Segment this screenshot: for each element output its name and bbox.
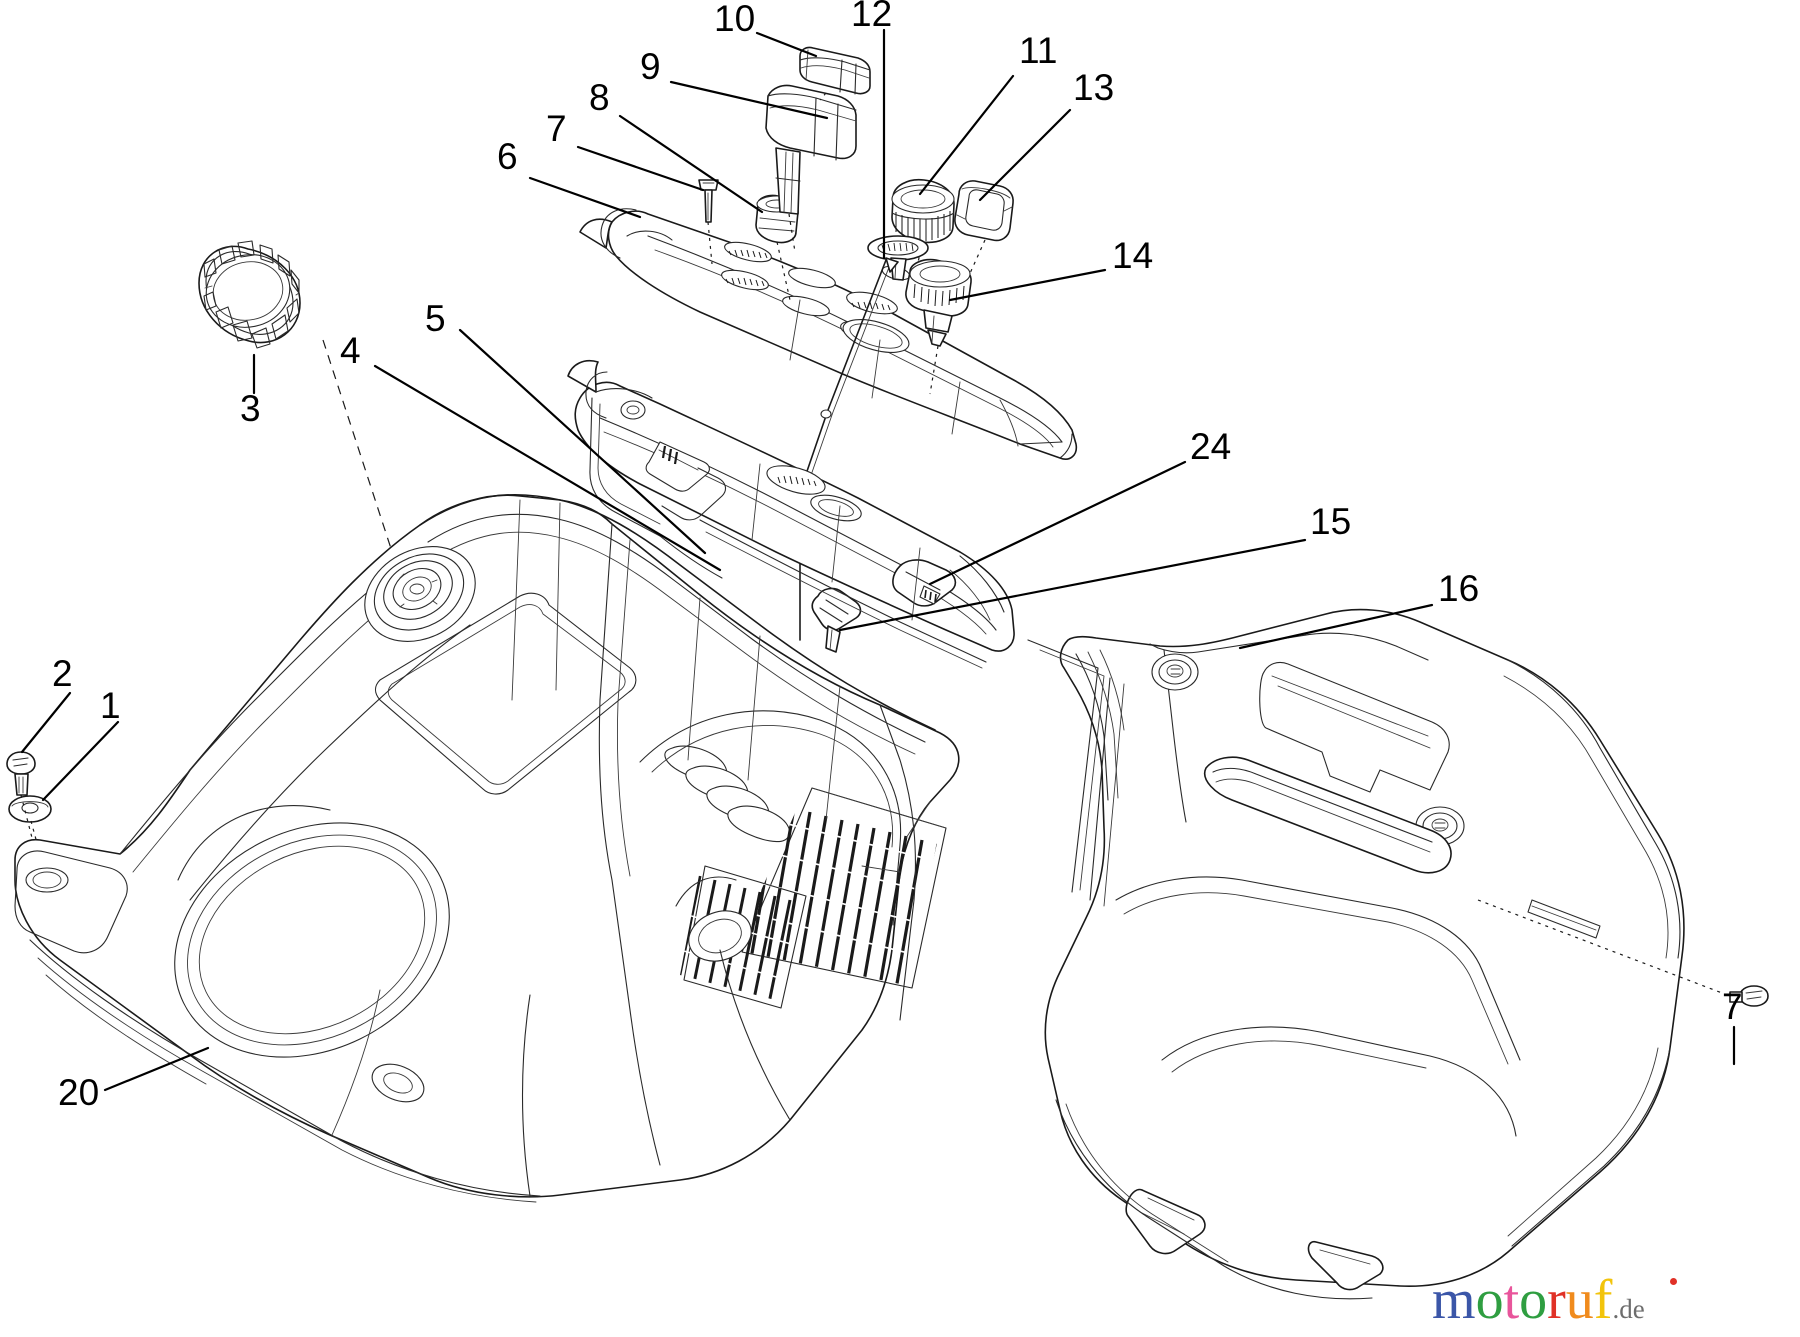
leader-7-left [576, 145, 705, 192]
part-1-washer [8, 795, 52, 823]
callout-label-10: 10 [714, 0, 756, 39]
part-10-clip [799, 46, 871, 95]
callout-label-15: 15 [1310, 501, 1352, 542]
part-9-knob [765, 84, 857, 215]
leader-8 [618, 114, 764, 214]
leader-6 [528, 176, 642, 219]
leader-24 [928, 460, 1187, 586]
callout-label-16: 16 [1438, 568, 1480, 609]
leader-4 [373, 364, 722, 572]
watermark-letter-m: m [1432, 1269, 1476, 1331]
part-14-switch [905, 258, 972, 347]
watermark-letter-u: u [1565, 1269, 1594, 1331]
leader-5 [458, 328, 707, 555]
assembly-axis-8 [776, 241, 791, 301]
callout-label-4: 4 [340, 330, 361, 371]
callout-label-5: 5 [425, 298, 446, 339]
leader-16 [1238, 603, 1434, 650]
motoruf-watermark: motoruf.de [1432, 1269, 1677, 1331]
leader-13 [978, 108, 1072, 202]
leader-14 [948, 268, 1107, 302]
callout-label-12: 12 [851, 0, 893, 34]
part-7-screw-right [1729, 985, 1769, 1007]
assembly-axis-14 [929, 345, 939, 395]
callout-label-1: 1 [100, 685, 121, 726]
watermark-letter-t: t [1503, 1269, 1520, 1331]
watermark-dot [1670, 1278, 1677, 1285]
watermark-letter-f: f [1593, 1269, 1613, 1331]
callout-label-9: 9 [640, 46, 661, 87]
callout-label-24: 24 [1190, 426, 1232, 467]
leader-2 [20, 691, 72, 754]
callout-label-14: 14 [1112, 235, 1154, 276]
assembly-axis-3 [322, 339, 399, 571]
leader-10 [755, 31, 818, 58]
leader-20 [103, 1046, 210, 1092]
leader-11 [918, 74, 1015, 196]
part-24-on-panel [892, 559, 957, 607]
part-13-square-grommet [954, 180, 1014, 242]
callout-label-11: 11 [1019, 30, 1058, 71]
part-4-5-control-panel [567, 360, 1015, 669]
callout-label-3: 3 [240, 388, 261, 429]
watermark-letter-o2: o [1519, 1269, 1548, 1331]
housing-louver-slots [664, 745, 791, 843]
leader-9 [669, 80, 829, 120]
watermark-suffix: .de [1612, 1294, 1645, 1324]
callout-label-2: 2 [52, 653, 73, 694]
part-7-screw-left [698, 179, 719, 223]
assembly-axis-10 [819, 92, 827, 101]
watermark-letter-o1: o [1475, 1269, 1504, 1331]
callout-label-20: 20 [58, 1072, 100, 1113]
callout-label-7-right: 7 [1722, 986, 1743, 1027]
part-3-cap [198, 240, 301, 349]
callout-label-6: 6 [497, 136, 518, 177]
assembly-axis-7-right [1477, 899, 1731, 997]
part-15-bracket [811, 587, 862, 653]
watermark-letter-r: r [1547, 1269, 1566, 1331]
housing-fill-port [364, 546, 476, 642]
part-20-main-housing [14, 493, 960, 1203]
leader-15 [838, 538, 1307, 632]
callout-label-7-left: 7 [546, 108, 567, 149]
part-2-screw [6, 751, 36, 796]
callout-leader-lines [20, 28, 1736, 1092]
callout-label-8: 8 [589, 77, 610, 118]
assembly-axis-13 [957, 239, 986, 301]
callout-label-13: 13 [1073, 67, 1115, 108]
part-16-side-panel [1027, 608, 1685, 1300]
leader-1 [41, 720, 120, 802]
assembly-axis-9 [788, 213, 796, 253]
